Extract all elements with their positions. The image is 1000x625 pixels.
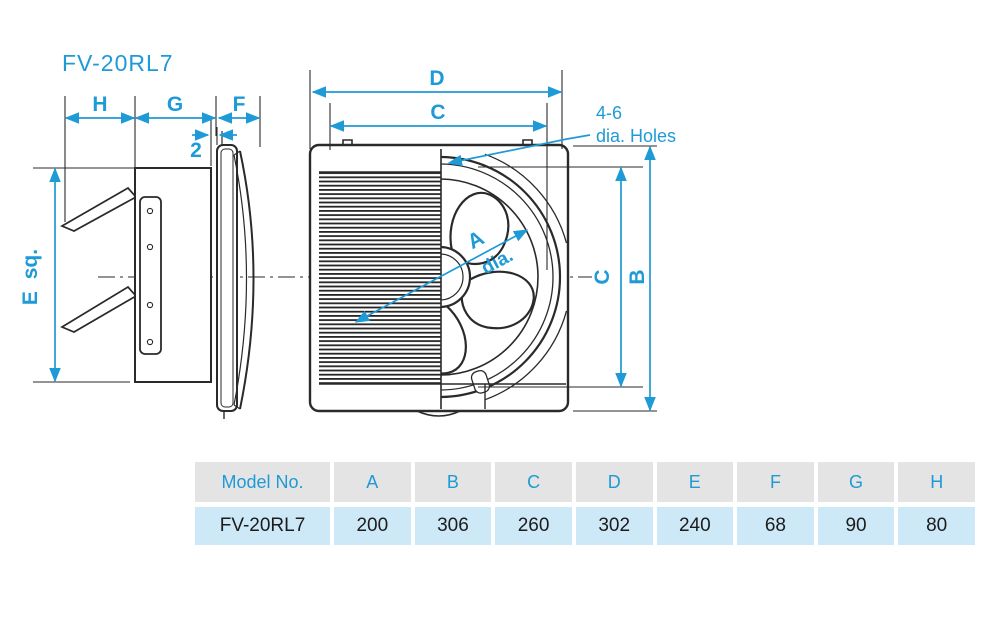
value-e: 240 [656,507,734,545]
cord-knob [416,410,461,417]
lower-clip [60,285,138,333]
label-holes-2: dia. Holes [596,126,676,146]
louver-grille [319,172,441,384]
mounting-tab-left [342,139,353,145]
dim-a-diagonal [354,229,529,323]
header-h: H [898,462,975,502]
header-f: F [737,462,814,502]
bracket-plate [139,196,162,355]
header-c: C [495,462,572,502]
side-view [33,96,261,419]
value-model-no: FV-20RL7 [195,507,330,545]
blade-tip-ring [441,178,539,376]
dimension-table: Model No. A B C D E F G H FV-20RL7 200 3… [195,462,975,550]
value-f: 68 [737,507,814,545]
value-h: 80 [898,507,975,545]
value-g: 90 [817,507,895,545]
header-e: E [656,462,734,502]
label-e-sq: E sq. [19,249,42,305]
label-g: G [167,93,183,116]
panel-frame-side [216,144,238,412]
header-b: B [414,462,492,502]
value-d: 302 [575,507,653,545]
model-title: FV-20RL7 [62,50,174,76]
label-d: D [429,67,444,90]
dimension-lines [49,86,656,412]
header-a: A [334,462,411,502]
panel-front-curve [239,150,255,410]
header-model-no: Model No. [195,462,330,502]
value-c: 260 [495,507,572,545]
orifice-ring-outer [441,155,562,399]
label-gap-2: 2 [190,139,202,162]
label-holes-1: 4-6 [596,103,622,123]
header-g: G [817,462,895,502]
label-h: H [92,93,107,116]
upper-clip [60,186,138,232]
header-d: D [575,462,653,502]
table-header-row: Model No. A B C D E F G H [195,462,975,502]
label-c-top: C [430,101,445,124]
drawing-linework [33,70,657,419]
label-b: B [626,269,649,284]
label-c-right: C [591,269,614,284]
holes-leader [447,134,591,167]
value-a: 200 [334,507,411,545]
label-f: F [233,93,246,116]
table-data-row: FV-20RL7 200 306 260 302 240 68 90 80 [195,507,975,545]
value-b: 306 [414,507,492,545]
mounting-tab-right [522,139,533,145]
